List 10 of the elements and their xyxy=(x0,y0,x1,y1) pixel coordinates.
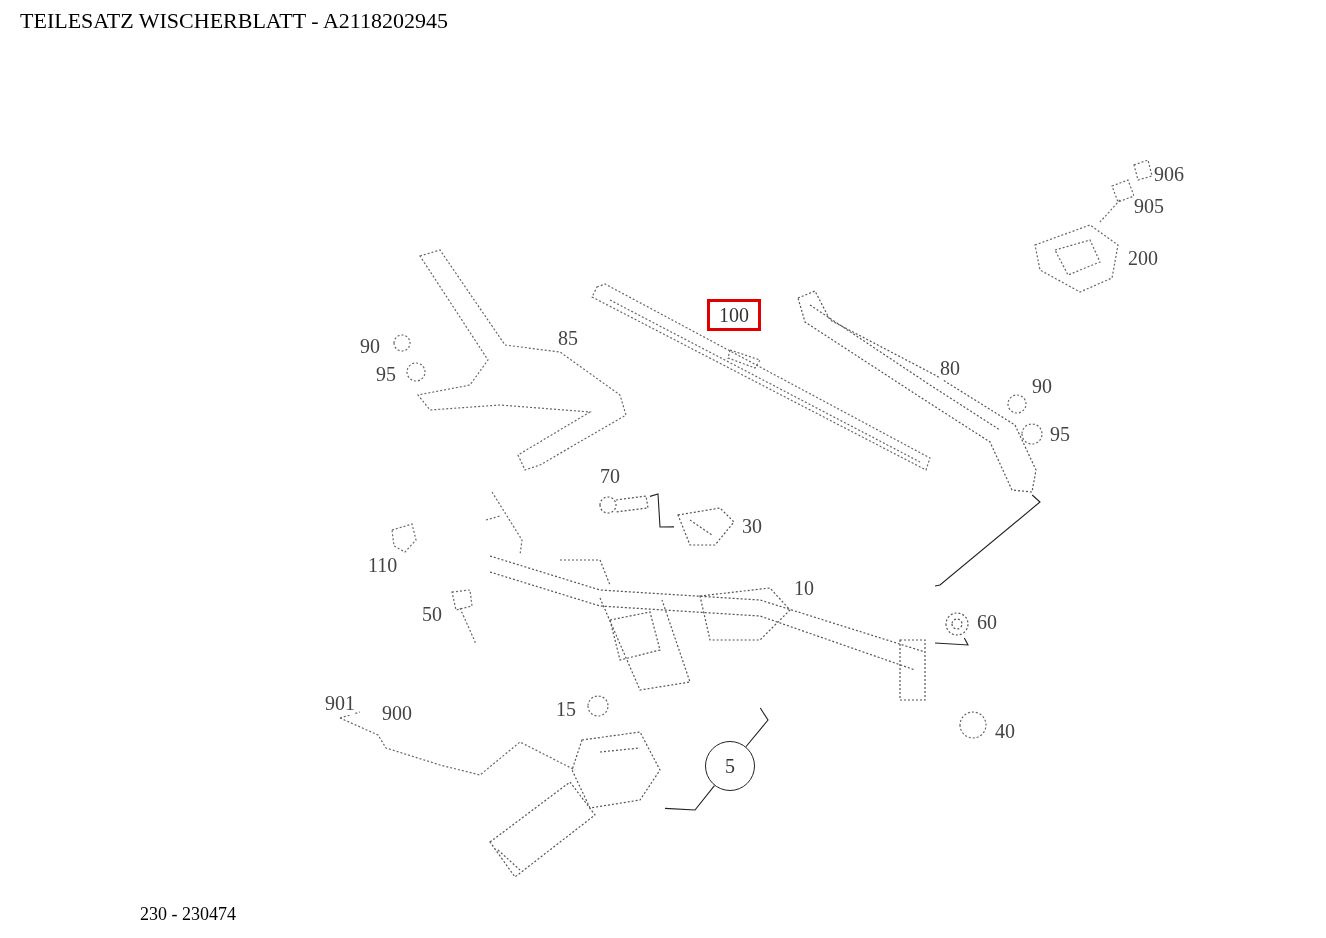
leader-line xyxy=(934,494,1041,587)
leader-line xyxy=(934,637,969,646)
title: TEILESATZ WISCHERBLATT - A2118202945 xyxy=(20,7,448,35)
leader-line xyxy=(664,785,715,811)
callout-number: 100 xyxy=(707,299,761,331)
leader-line xyxy=(649,493,675,528)
nut-drawing xyxy=(944,610,970,638)
footer-note: 230 - 230474 xyxy=(140,903,236,926)
leader-line xyxy=(745,707,769,748)
bracket-drawing xyxy=(674,505,736,548)
